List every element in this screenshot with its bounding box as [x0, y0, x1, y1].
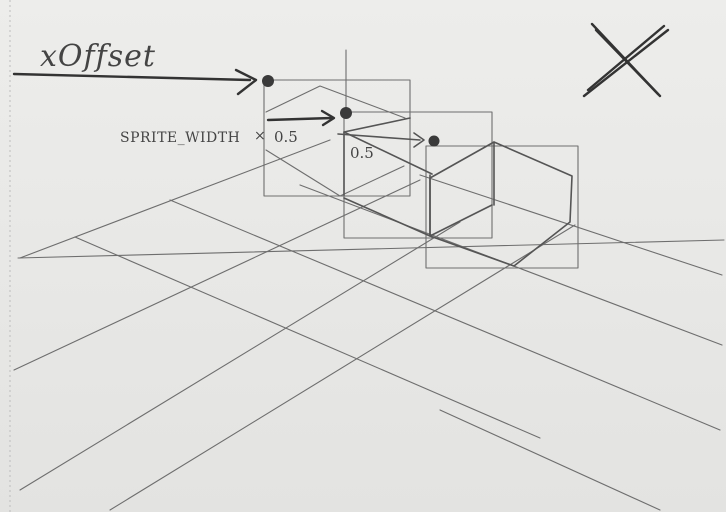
- sprite-box-3: [425, 145, 579, 269]
- x-offset-arrow: [12, 68, 274, 96]
- sprite-box-1: [263, 79, 411, 197]
- anchor-dot: [428, 135, 440, 147]
- times-sign: ×: [254, 128, 266, 144]
- sprite-width-arrow: [266, 107, 352, 127]
- grid-line: [13, 179, 421, 371]
- sprite-width-label: SPRITE_WIDTH: [120, 130, 240, 146]
- x-offset-label: xOffset: [40, 39, 156, 74]
- tile-edge: [265, 149, 405, 197]
- tile-edge: [265, 85, 406, 119]
- anchor-dot: [262, 75, 274, 87]
- arrow-shaft: [337, 133, 421, 141]
- grid-line: [74, 236, 541, 439]
- horizon-line: [17, 239, 725, 259]
- cube-edge: [343, 197, 493, 237]
- x-mark-icon: [582, 22, 670, 98]
- tile-3: [429, 141, 573, 267]
- grid-line: [19, 221, 461, 491]
- grid-line: [419, 174, 723, 276]
- grid-line: [109, 224, 576, 511]
- half-label-2: 0.5: [350, 144, 374, 162]
- cube-edge: [343, 131, 433, 175]
- grid-line: [439, 409, 661, 511]
- half-offset-arrow: [337, 132, 440, 148]
- arrow-head: [320, 109, 336, 127]
- arrow-shaft: [266, 116, 334, 122]
- grid-line: [169, 199, 721, 431]
- anchor-dot: [340, 107, 352, 119]
- arrow-head: [413, 132, 425, 148]
- half-label-1: 0.5: [274, 128, 298, 146]
- sprite-boxes: [263, 49, 579, 269]
- tile-1: [265, 85, 406, 197]
- sprite-box-2: [343, 111, 493, 239]
- arrow-shaft: [12, 72, 252, 82]
- grid-line: [19, 139, 331, 259]
- arrow-head: [234, 68, 258, 96]
